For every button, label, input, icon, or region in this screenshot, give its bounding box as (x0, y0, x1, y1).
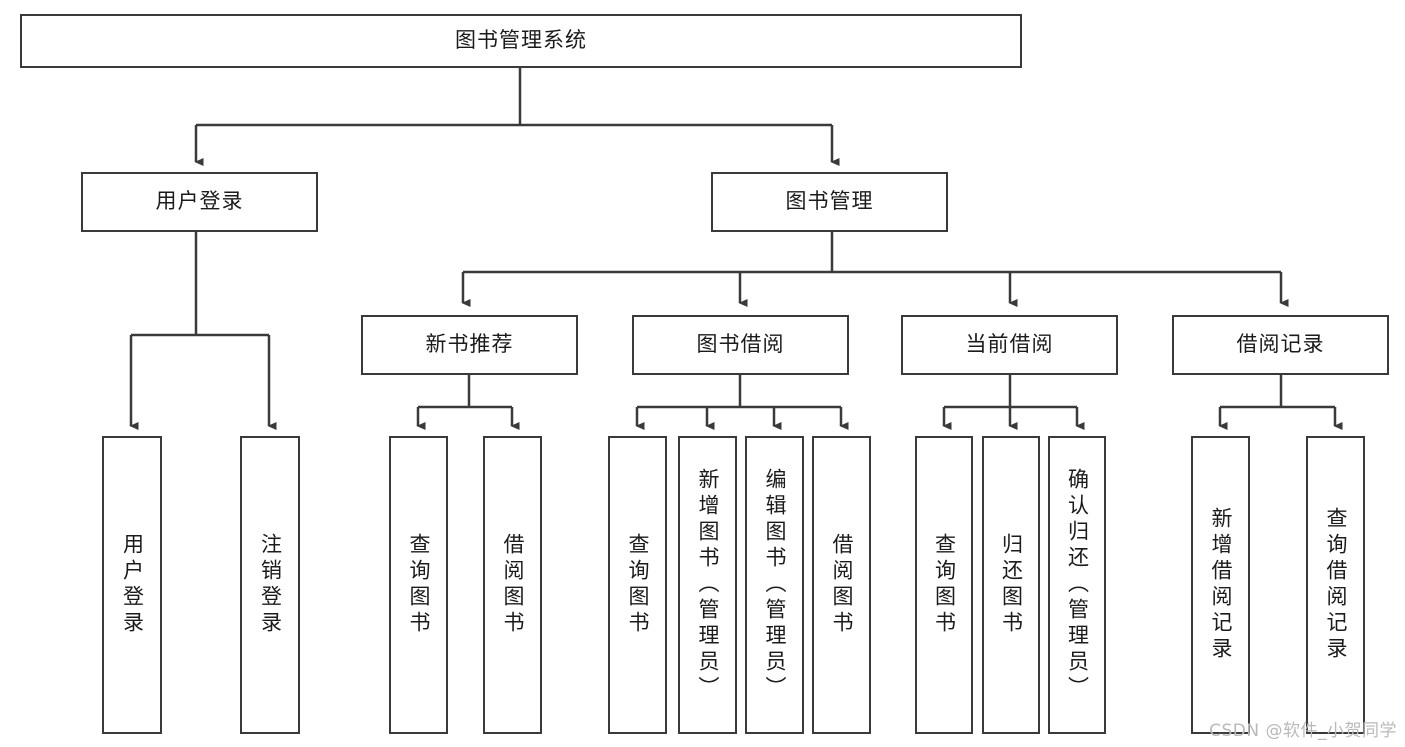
node-label: 图书管理系统 (455, 28, 587, 53)
leaf-current-confirm-return-admin[interactable]: 确认归还（管理员） (1048, 436, 1106, 734)
leaf-records-add-record[interactable]: 新增借阅记录 (1191, 436, 1250, 734)
leaf-current-query-book[interactable]: 查询图书 (915, 436, 973, 734)
leaf-borrow-add-book-admin[interactable]: 新增图书（管理员） (678, 436, 737, 734)
leaf-borrow-borrow-book[interactable]: 借阅图书 (812, 436, 871, 734)
node-label: 借阅图书 (501, 533, 525, 637)
node-borrow-records[interactable]: 借阅记录 (1172, 315, 1389, 375)
leaf-recommend-borrow-book[interactable]: 借阅图书 (483, 436, 542, 734)
node-label: 图书借阅 (696, 332, 785, 357)
node-label: 借阅记录 (1236, 332, 1325, 357)
node-label: 确认归还（管理员） (1065, 468, 1090, 702)
node-label: 借阅图书 (830, 533, 854, 637)
node-label: 用户登录 (155, 189, 244, 214)
node-label: 查询图书 (932, 533, 957, 637)
node-label: 查询图书 (407, 533, 431, 637)
node-root-system[interactable]: 图书管理系统 (20, 14, 1022, 68)
csdn-watermark: CSDN @软件_小贺同学 (1209, 721, 1397, 741)
node-label: 查询图书 (626, 533, 650, 637)
leaf-borrow-query-book[interactable]: 查询图书 (608, 436, 667, 734)
leaf-current-return-book[interactable]: 归还图书 (982, 436, 1040, 734)
node-label: 编辑图书（管理员） (763, 468, 787, 702)
node-label: 注销登录 (258, 533, 283, 637)
node-label: 当前借阅 (965, 332, 1054, 357)
node-book-borrow[interactable]: 图书借阅 (632, 315, 849, 375)
node-current-borrow[interactable]: 当前借阅 (901, 315, 1118, 375)
node-label: 用户登录 (120, 533, 145, 637)
node-label: 归还图书 (999, 533, 1024, 637)
leaf-user-login[interactable]: 用户登录 (102, 436, 162, 734)
leaf-logout[interactable]: 注销登录 (240, 436, 300, 734)
leaf-recommend-query-book[interactable]: 查询图书 (389, 436, 448, 734)
node-user-login[interactable]: 用户登录 (81, 172, 318, 232)
node-label: 新增借阅记录 (1209, 507, 1233, 663)
node-book-management[interactable]: 图书管理 (711, 172, 948, 232)
node-new-book-recommend[interactable]: 新书推荐 (361, 315, 578, 375)
node-label: 新增图书（管理员） (696, 468, 720, 702)
node-label: 查询借阅记录 (1324, 507, 1348, 663)
leaf-borrow-edit-book-admin[interactable]: 编辑图书（管理员） (745, 436, 804, 734)
node-label: 图书管理 (785, 189, 874, 214)
node-label: 新书推荐 (425, 332, 514, 357)
leaf-records-query-record[interactable]: 查询借阅记录 (1306, 436, 1365, 734)
